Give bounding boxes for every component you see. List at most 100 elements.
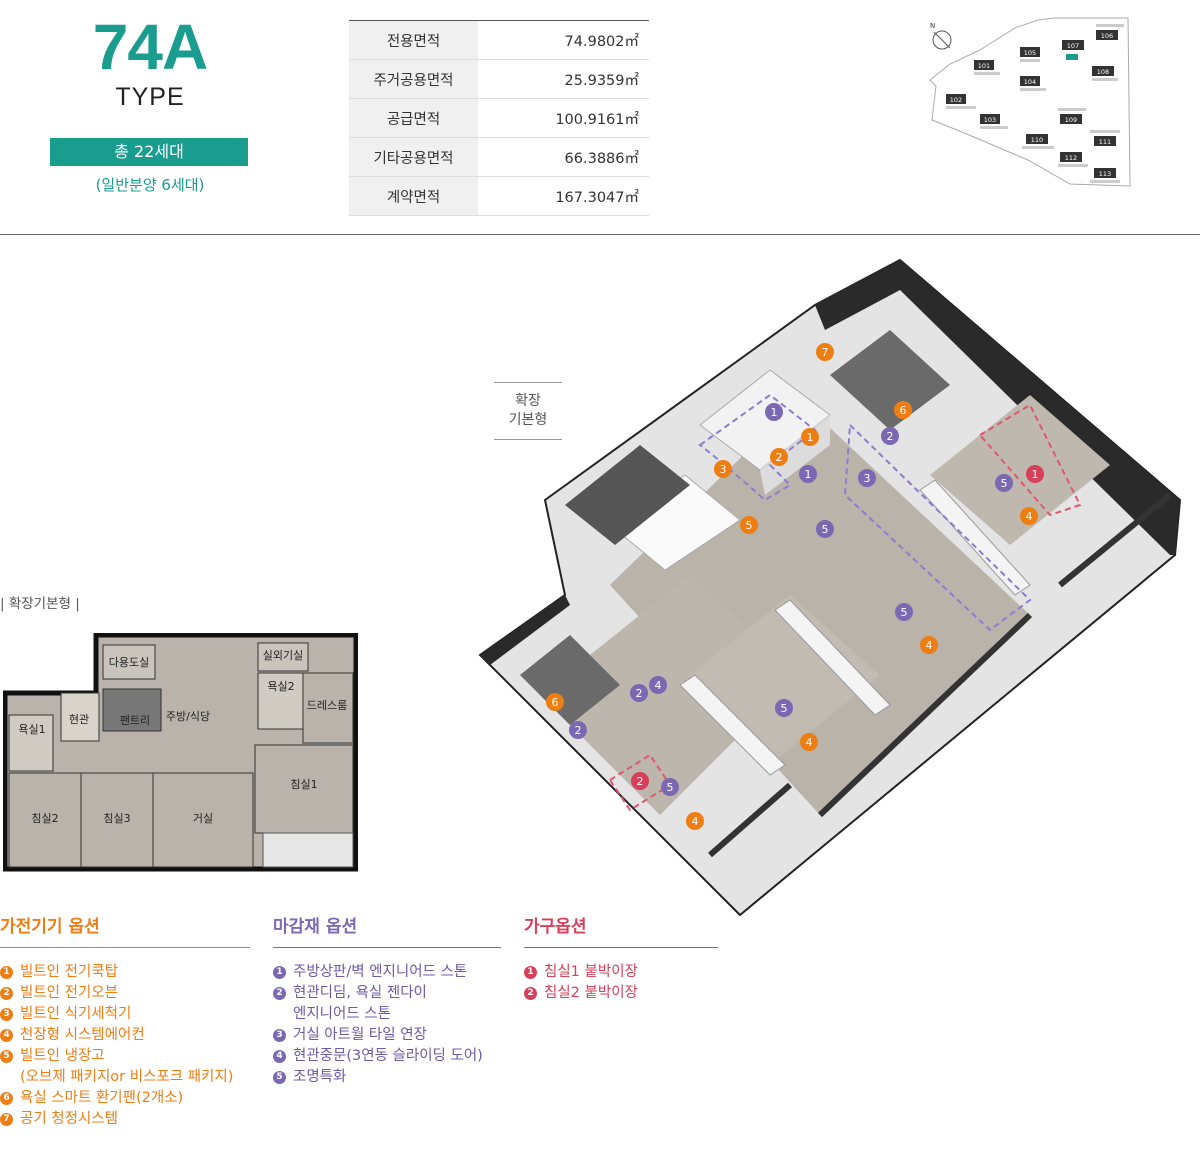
area-label: 전용면적: [349, 20, 478, 60]
building-106: 106: [1096, 24, 1124, 40]
svg-text:107: 107: [1067, 42, 1079, 50]
room-label: 욕실2: [267, 680, 294, 693]
room-label: 침실1: [290, 778, 317, 791]
building-108: 108: [1092, 66, 1118, 81]
area-value: 66.3886㎡: [478, 137, 649, 177]
svg-text:102: 102: [950, 96, 962, 104]
svg-text:111: 111: [1099, 138, 1111, 146]
room-label: 드레스룸: [307, 699, 347, 712]
svg-text:6: 6: [900, 404, 907, 417]
svg-text:2: 2: [575, 724, 582, 737]
building-104: 104: [1020, 76, 1046, 91]
finish-marker: 5: [816, 520, 834, 538]
area-label: 계약면적: [349, 176, 478, 216]
unit-type-code: 74A: [92, 11, 208, 83]
svg-text:6: 6: [552, 696, 559, 709]
svg-text:4: 4: [806, 736, 813, 749]
svg-text:110: 110: [1031, 136, 1043, 144]
unit-type-label: TYPE: [115, 83, 185, 111]
legend-title: 가전기기 옵션: [0, 912, 250, 948]
room-label: 침실3: [103, 812, 130, 825]
appliance-marker: 2: [770, 448, 788, 466]
svg-text:1: 1: [805, 468, 812, 481]
room-label: 거실: [193, 812, 213, 825]
svg-text:101: 101: [978, 62, 990, 70]
area-value: 100.9161㎡: [478, 98, 649, 138]
furniture-marker: 1: [1026, 465, 1044, 483]
compass-icon: N: [930, 22, 952, 50]
expansion-note: 확장 기본형: [494, 382, 562, 440]
finish-marker: 5: [661, 778, 679, 796]
finish-marker: 3: [858, 469, 876, 487]
building-109: 109: [1058, 108, 1086, 124]
room-label: 침실2: [31, 812, 58, 825]
compass-north-label: N: [930, 22, 935, 30]
room-label: 현관: [69, 713, 89, 726]
svg-text:103: 103: [984, 116, 996, 124]
area-label: 공급면적: [349, 98, 478, 138]
building-113: 113: [1090, 168, 1120, 183]
finish-marker: 5: [995, 474, 1013, 492]
svg-text:4: 4: [655, 679, 662, 692]
room-label: 팬트리: [120, 714, 150, 727]
finish-marker: 4: [649, 676, 667, 694]
room-label: 다용도실: [109, 656, 149, 669]
general-sale-units: (일반분양 6세대): [95, 176, 205, 194]
finish-marker: 1: [765, 403, 783, 421]
svg-text:2: 2: [637, 775, 644, 788]
site-map: N 101 102 103 104 105 106 107 108 109 11…: [929, 17, 1131, 187]
building-107: 107: [1062, 40, 1084, 60]
svg-text:106: 106: [1101, 32, 1113, 40]
room-label: 주방/식당: [166, 710, 210, 723]
appliance-marker: 3: [714, 460, 732, 478]
svg-text:112: 112: [1065, 154, 1077, 162]
building-112: 112: [1058, 152, 1088, 167]
svg-text:5: 5: [822, 523, 829, 536]
section-divider: [0, 234, 1200, 235]
expansion-note-line2: 기본형: [508, 412, 548, 428]
unit-type-block: 74A TYPE 총 22세대 (일반분양 6세대): [50, 14, 250, 195]
building-103: 103: [980, 114, 1008, 129]
finish-marker: 2: [881, 427, 899, 445]
appliance-marker: 6: [894, 401, 912, 419]
area-label: 기타공용면적: [349, 137, 478, 177]
room-label: 실외기실: [263, 649, 303, 662]
furniture-marker: 2: [631, 772, 649, 790]
svg-text:5: 5: [667, 781, 674, 794]
flat-floor-plan: 다용도실 실외기실 욕실2 드레스룸 현관 팬트리 주방/식당 욕실1 침실1 …: [3, 633, 358, 872]
appliance-marker: 4: [686, 812, 704, 830]
appliance-marker: 5: [740, 516, 758, 534]
isometric-floor-plan: 7 6 1 2 3 5 4 4 4 6 4 1 2 1 3 5 5 5 2 4 …: [478, 258, 1182, 917]
expansion-note-line1: 확장: [515, 393, 541, 409]
svg-text:108: 108: [1097, 68, 1109, 76]
svg-text:1: 1: [807, 431, 814, 444]
svg-text:105: 105: [1024, 49, 1036, 57]
legend-title: 마감재 옵션: [273, 912, 501, 948]
appliance-marker: 4: [1020, 507, 1038, 525]
appliance-marker: 7: [816, 343, 834, 361]
svg-text:104: 104: [1024, 78, 1036, 86]
building-111: 111: [1090, 130, 1120, 146]
finish-marker: 5: [775, 699, 793, 717]
svg-text:113: 113: [1099, 170, 1111, 178]
area-label: 주거공용면적: [349, 59, 478, 99]
svg-text:5: 5: [781, 702, 788, 715]
area-value: 167.3047㎡: [478, 176, 649, 216]
svg-text:109: 109: [1065, 116, 1077, 124]
svg-text:1: 1: [1032, 468, 1039, 481]
svg-text:5: 5: [1001, 477, 1008, 490]
building-102: 102: [946, 94, 976, 109]
legend-title: 가구옵션: [524, 912, 718, 948]
building-105: 105: [1020, 47, 1040, 62]
